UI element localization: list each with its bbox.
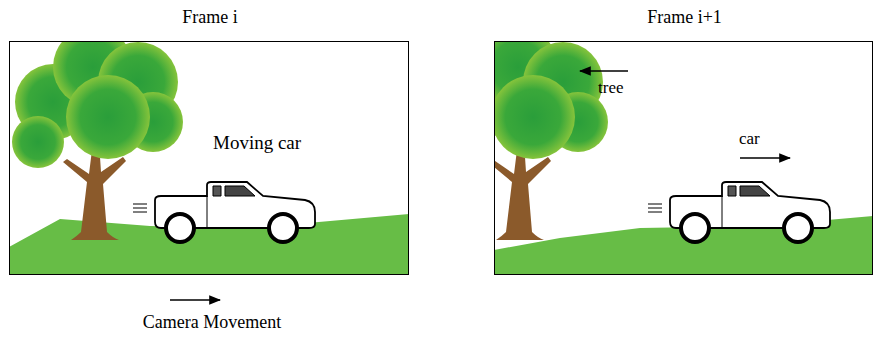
frame-title: Frame i xyxy=(10,8,410,28)
frame-box: Frame iMoving car xyxy=(9,41,409,275)
car xyxy=(648,182,830,242)
caption-label: Camera Movement xyxy=(132,313,292,333)
camera-arrow xyxy=(170,299,220,301)
frame-box: Frame i+1treecar xyxy=(494,41,873,275)
scene-label: Moving car xyxy=(213,133,301,154)
scene-label: tree xyxy=(598,79,623,98)
frame-scene xyxy=(9,41,409,275)
motion-arrow xyxy=(580,70,628,72)
scene-label: car xyxy=(739,130,760,149)
motion-arrow xyxy=(740,157,790,159)
frame-title: Frame i+1 xyxy=(495,8,874,28)
car xyxy=(133,182,315,242)
frame-scene xyxy=(494,41,873,275)
